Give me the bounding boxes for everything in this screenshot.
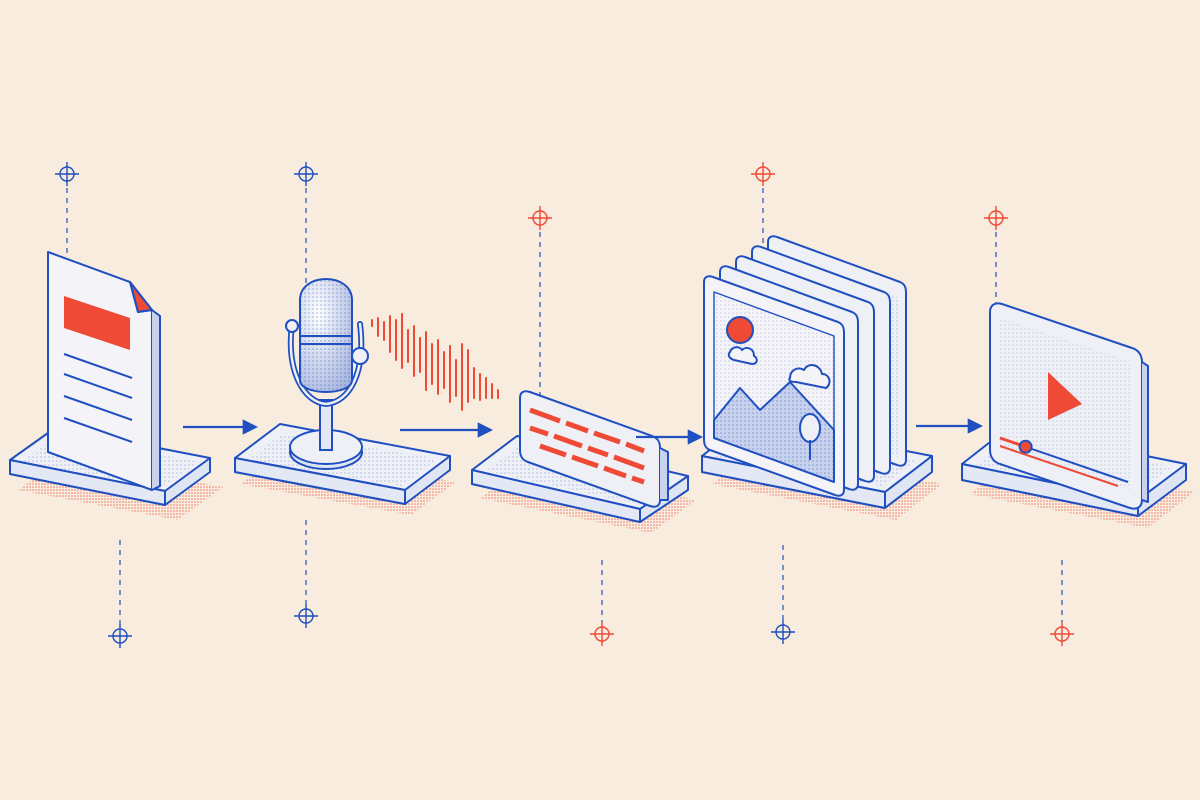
video-player-icon [989,302,1149,510]
stage-document [9,251,223,520]
sound-wave-icon [371,313,499,411]
sun-icon [726,316,754,344]
crosshair-icon [294,604,318,628]
image-stack-icon [703,235,907,497]
crosshair-icon [984,206,1008,230]
play-icon [1048,372,1082,420]
progress-knob [1018,439,1033,454]
tree-icon [799,413,821,460]
stage-text-bar [471,390,696,533]
document-icon [47,251,161,491]
text-bar-icon [519,390,669,508]
crosshair-icon [294,162,318,186]
crosshair-icon [528,206,552,230]
crosshair-icon [1050,622,1074,646]
microphone-icon [285,278,369,470]
crosshair-icon [108,624,132,648]
cloud-icon [788,364,831,389]
crosshair-icon [55,162,79,186]
stage-microphone [234,278,499,515]
crosshair-icon [771,620,795,644]
progress-bar [999,436,1129,487]
cloud-icon [727,346,758,365]
stage-video-player [961,302,1194,528]
crosshair-icon [751,162,775,186]
crosshair-icon [590,622,614,646]
image-card-front [703,275,845,497]
crosshair-markers [55,162,1074,648]
stage-image-stack [701,235,942,520]
